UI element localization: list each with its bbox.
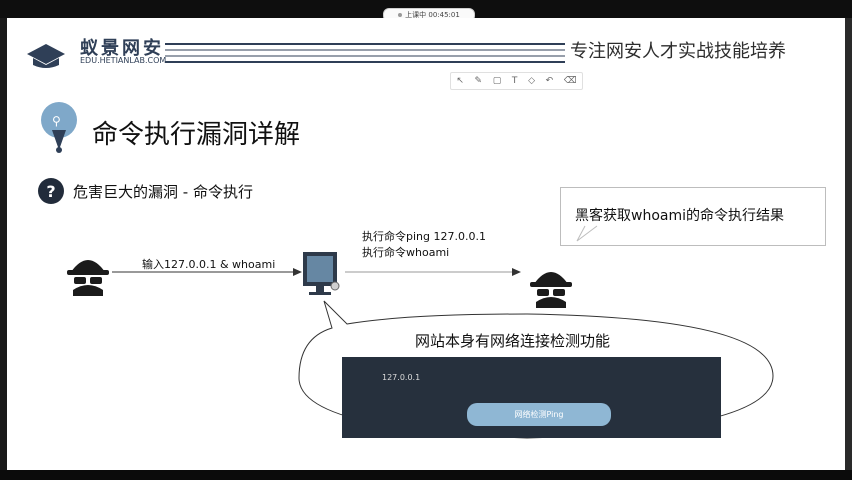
clear-icon[interactable]: ⌫ xyxy=(563,76,577,86)
network-ping-button[interactable]: 网络检测Ping xyxy=(467,403,611,426)
window-top-bar: 上课中 00:45:01 xyxy=(0,0,852,22)
text-icon[interactable]: T xyxy=(511,76,518,86)
hacker-right-icon xyxy=(530,272,572,308)
hacker-left-icon xyxy=(67,260,109,296)
title-location-icon: ⚲ xyxy=(41,102,77,153)
header-slogan: 专注网安人才实战技能培养 xyxy=(570,41,786,62)
record-dot-icon xyxy=(398,13,403,17)
server-icon xyxy=(303,252,340,295)
callout-text: 黑客获取whoami的命令执行结果 xyxy=(575,208,784,224)
annotation-toolbar: ↖ ✎ ▢ T ◇ ↶ ⌫ xyxy=(450,72,583,90)
eraser-icon[interactable]: ◇ xyxy=(528,76,535,86)
right-border xyxy=(845,18,852,470)
recording-label: 上课中 00:45:01 xyxy=(405,11,460,19)
slide-header: 蚁景网安 EDU.HETIANLAB.COM 专注网安人才实战技能培养 xyxy=(7,18,845,76)
page-title: 命令执行漏洞详解 xyxy=(92,120,301,150)
slide-subtitle: 危害巨大的漏洞 - 命令执行 xyxy=(73,183,253,201)
input-payload-label: 输入127.0.0.1 & whoami xyxy=(142,258,276,271)
svg-text:⚲: ⚲ xyxy=(52,114,61,128)
exec-ping-label: 执行命令ping 127.0.0.1 xyxy=(362,230,486,243)
note-icon[interactable]: ▢ xyxy=(492,76,502,86)
left-border xyxy=(0,18,7,470)
feature-text: 网站本身有网络连接检测功能 xyxy=(415,332,611,350)
exec-whoami-label: 执行命令whoami xyxy=(362,246,450,259)
question-icon: ? xyxy=(38,178,64,204)
attack-diagram xyxy=(67,225,774,439)
undo-icon[interactable]: ↶ xyxy=(545,76,554,86)
ping-ip-value: 127.0.0.1 xyxy=(382,373,421,382)
brand-logo-icon xyxy=(27,44,65,68)
callout-box xyxy=(560,187,826,246)
brand-url: EDU.HETIANLAB.COM xyxy=(80,56,167,65)
pen-icon[interactable]: ✎ xyxy=(474,76,483,86)
pointer-icon[interactable]: ↖ xyxy=(456,76,464,86)
presentation-slide: 蚁景网安 EDU.HETIANLAB.COM 专注网安人才实战技能培养 ↖ ✎ … xyxy=(7,18,845,470)
header-lines xyxy=(165,43,565,63)
brand-name: 蚁景网安 xyxy=(80,38,164,59)
